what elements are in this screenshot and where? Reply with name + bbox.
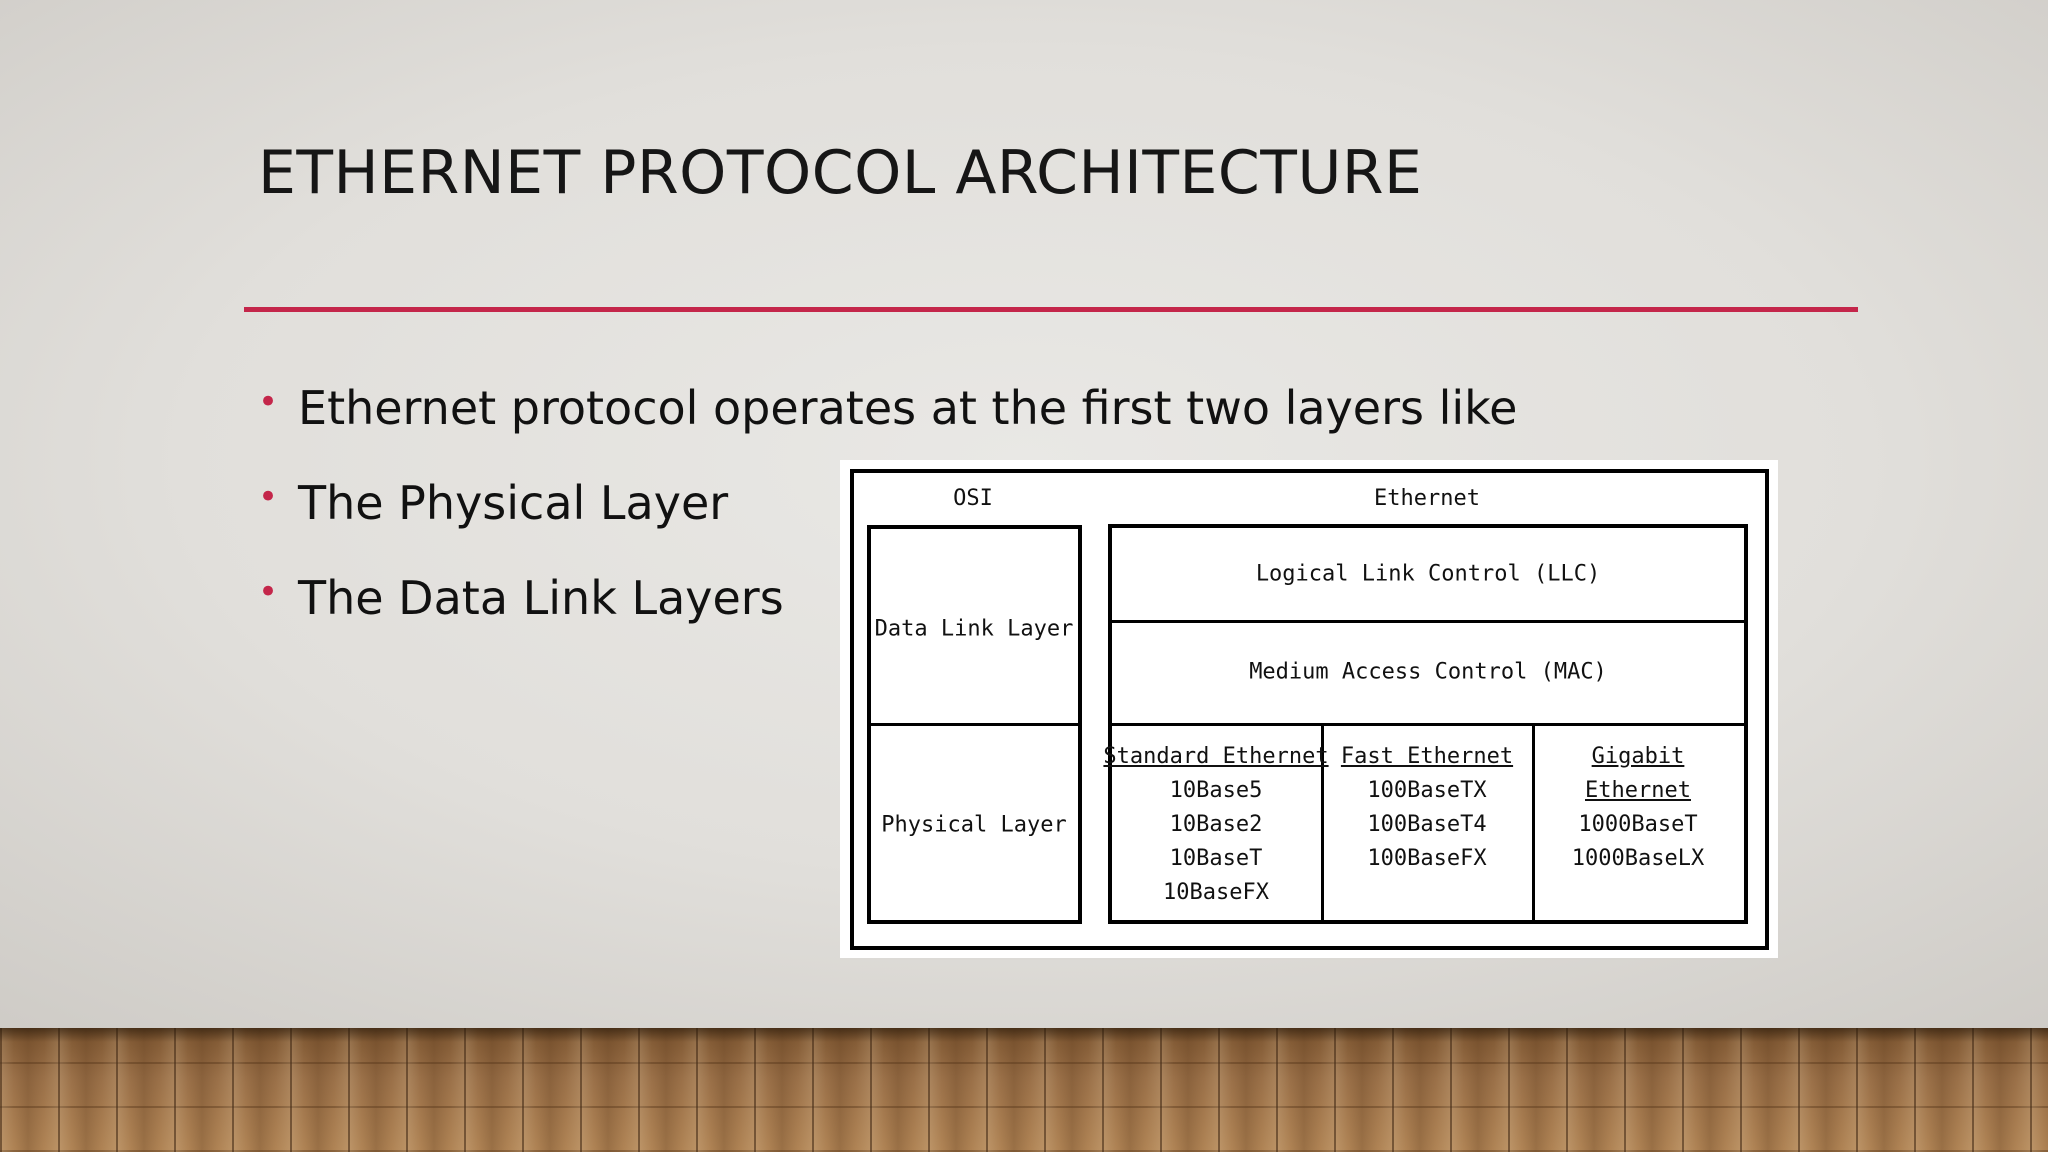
bullet-dot-icon: •	[258, 571, 279, 612]
fast-item: 100BaseTX	[1367, 778, 1487, 803]
wood-floor-background	[0, 1028, 2048, 1152]
column-title: Standard Ethernet	[1103, 744, 1329, 769]
bullet-dot-icon: •	[258, 381, 279, 422]
mac-divider	[1110, 723, 1746, 726]
fast-item: 100BaseFX	[1367, 846, 1487, 871]
fast-ethernet-column: Fast Ethernet 100BaseTX 100BaseT4 100Bas…	[1341, 740, 1513, 876]
column-title: Gigabit Ethernet	[1585, 744, 1691, 803]
standard-item: 10Base5	[1169, 778, 1263, 803]
llc-label: Logical Link Control (LLC)	[1255, 561, 1601, 587]
standard-item: 10Base2	[1169, 812, 1263, 837]
fast-item: 100BaseT4	[1367, 812, 1487, 837]
osi-divider	[869, 723, 1080, 726]
diagram-frame	[850, 469, 1769, 950]
ethernet-header: Ethernet	[1374, 486, 1480, 511]
ethernet-architecture-diagram: OSI Ethernet Data Link Layer Physical La…	[840, 460, 1778, 958]
bullet-list: • Ethernet protocol operates at the firs…	[258, 360, 1517, 645]
standard-ethernet-column: Standard Ethernet 10Base5 10Base2 10Base…	[1103, 740, 1328, 910]
standard-item: 10BaseFX	[1163, 880, 1269, 905]
column-divider	[1321, 725, 1324, 922]
physical-layer-label: Physical Layer	[881, 812, 1067, 838]
gigabit-item: 1000BaseLX	[1571, 846, 1705, 871]
bullet-item: • The Physical Layer	[258, 455, 1517, 550]
llc-divider	[1110, 620, 1746, 623]
column-divider	[1532, 725, 1535, 922]
gigabit-item: 1000BaseT	[1578, 812, 1698, 837]
bullet-item: • The Data Link Layers	[258, 550, 1517, 645]
column-title: Fast Ethernet	[1340, 744, 1514, 769]
bullet-text: The Data Link Layers	[298, 570, 784, 625]
floor-shadow	[0, 1028, 2048, 1042]
standard-item: 10BaseT	[1169, 846, 1263, 871]
title-divider	[244, 307, 1858, 312]
bullet-dot-icon: •	[258, 476, 279, 517]
bullet-item: • Ethernet protocol operates at the firs…	[258, 360, 1517, 455]
gigabit-ethernet-column: Gigabit Ethernet 1000BaseT 1000BaseLX	[1568, 740, 1708, 876]
osi-header: OSI	[953, 486, 993, 511]
mac-label: Medium Access Control (MAC)	[1249, 659, 1607, 685]
slide-title: ETHERNET PROTOCOL ARCHITECTURE	[258, 138, 1423, 208]
bullet-text: Ethernet protocol operates at the first …	[298, 380, 1518, 435]
data-link-layer-label: Data Link Layer	[874, 616, 1074, 642]
bullet-text: The Physical Layer	[298, 475, 729, 530]
